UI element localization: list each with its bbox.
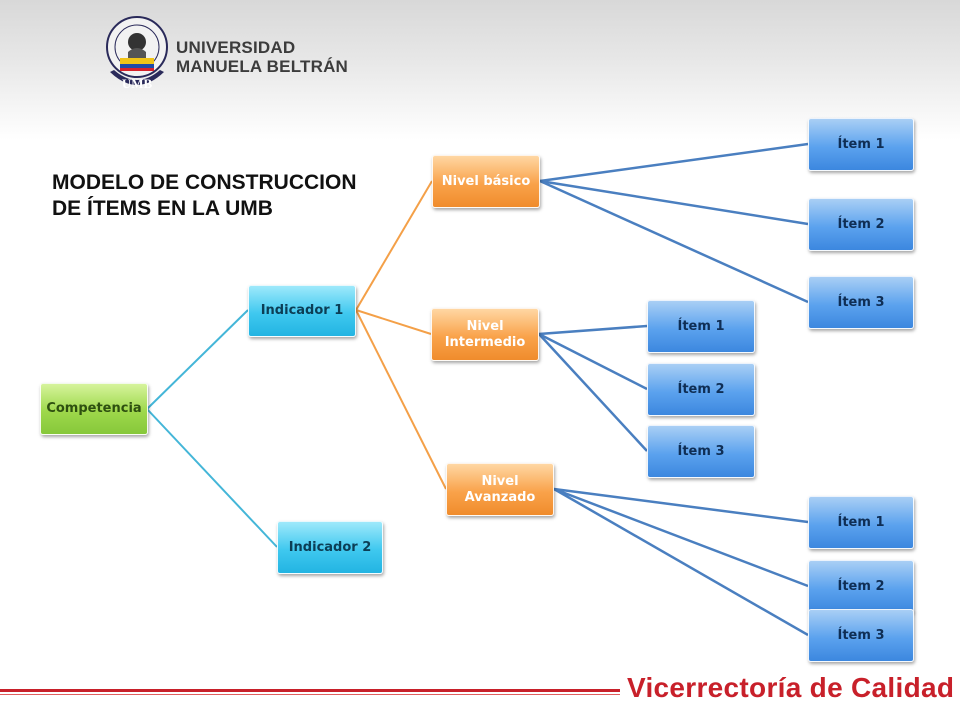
node-indicador-1-label: Indicador 1 [260,303,344,318]
node-basico-item-1-label: Ítem 1 [837,136,885,152]
node-basico-item-3: Ítem 3 [808,276,914,329]
node-basico-item-1: Ítem 1 [808,118,914,171]
node-avanzado-item-1-label: Ítem 1 [837,514,885,530]
node-nivel-avanzado: Nivel Avanzado [446,463,554,516]
node-competencia-label: Competencia [46,401,142,416]
node-intermedio-item-3: Ítem 3 [647,425,755,478]
link-indicador1-basico [355,180,433,311]
link-avanzado-item3 [553,487,809,637]
link-basico-item3 [539,179,809,304]
node-basico-item-2: Ítem 2 [808,198,914,251]
university-line-1: UNIVERSIDAD [176,38,296,57]
node-nivel-intermedio-label: Nivel Intermedio [444,318,526,350]
node-indicador-2: Indicador 2 [277,521,383,574]
node-intermedio-item-1-label: Ítem 1 [677,318,725,334]
link-avanzado-item2 [553,487,809,588]
university-line-2: MANUELA BELTRÁN [176,57,349,76]
title-line-1: MODELO DE CONSTRUCCION [52,171,357,194]
node-nivel-avanzado-label: Nivel Avanzado [464,473,536,505]
university-name: UNIVERSIDAD MANUELA BELTRÁN [176,38,348,76]
node-avanzado-item-3-label: Ítem 3 [837,627,885,643]
node-competencia: Competencia [40,383,148,435]
link-intermedio-item3 [538,333,648,452]
footer-rule [0,689,620,692]
node-avanzado-item-3: Ítem 3 [808,609,914,662]
node-basico-item-2-label: Ítem 2 [837,216,885,232]
node-avanzado-item-1: Ítem 1 [808,496,914,549]
university-logo: UMB [106,16,168,91]
link-avanzado-item1 [553,487,809,524]
link-basico-item2 [539,179,809,226]
link-indicador1-avanzado [355,309,447,490]
page-title: MODELO DE CONSTRUCCION DE ÍTEMS EN LA UM… [52,170,357,222]
node-nivel-basico: Nivel básico [432,155,540,208]
link-intermedio-item1 [538,324,648,336]
node-intermedio-item-2-label: Ítem 2 [677,381,725,397]
link-competencia-indicador1 [146,309,249,410]
node-intermedio-item-2: Ítem 2 [647,363,755,416]
node-indicador-1: Indicador 1 [248,285,356,337]
node-nivel-intermedio: Nivel Intermedio [431,308,539,361]
footer-rule-thin [0,694,620,695]
node-nivel-basico-label: Nivel básico [441,173,531,189]
title-line-2: DE ÍTEMS EN LA UMB [52,197,273,220]
link-basico-item1 [539,142,809,183]
node-intermedio-item-1: Ítem 1 [647,300,755,353]
footer-label: Vicerrectoría de Calidad [627,672,955,703]
link-indicador1-intermedio [355,309,432,335]
link-competencia-indicador2 [146,408,278,548]
node-avanzado-item-2-label: Ítem 2 [837,578,885,594]
link-intermedio-item2 [538,332,648,391]
node-intermedio-item-3-label: Ítem 3 [677,443,725,459]
node-basico-item-3-label: Ítem 3 [837,294,885,310]
logo-text: UMB [122,76,153,91]
node-avanzado-item-2: Ítem 2 [808,560,914,613]
node-indicador-2-label: Indicador 2 [288,539,372,555]
